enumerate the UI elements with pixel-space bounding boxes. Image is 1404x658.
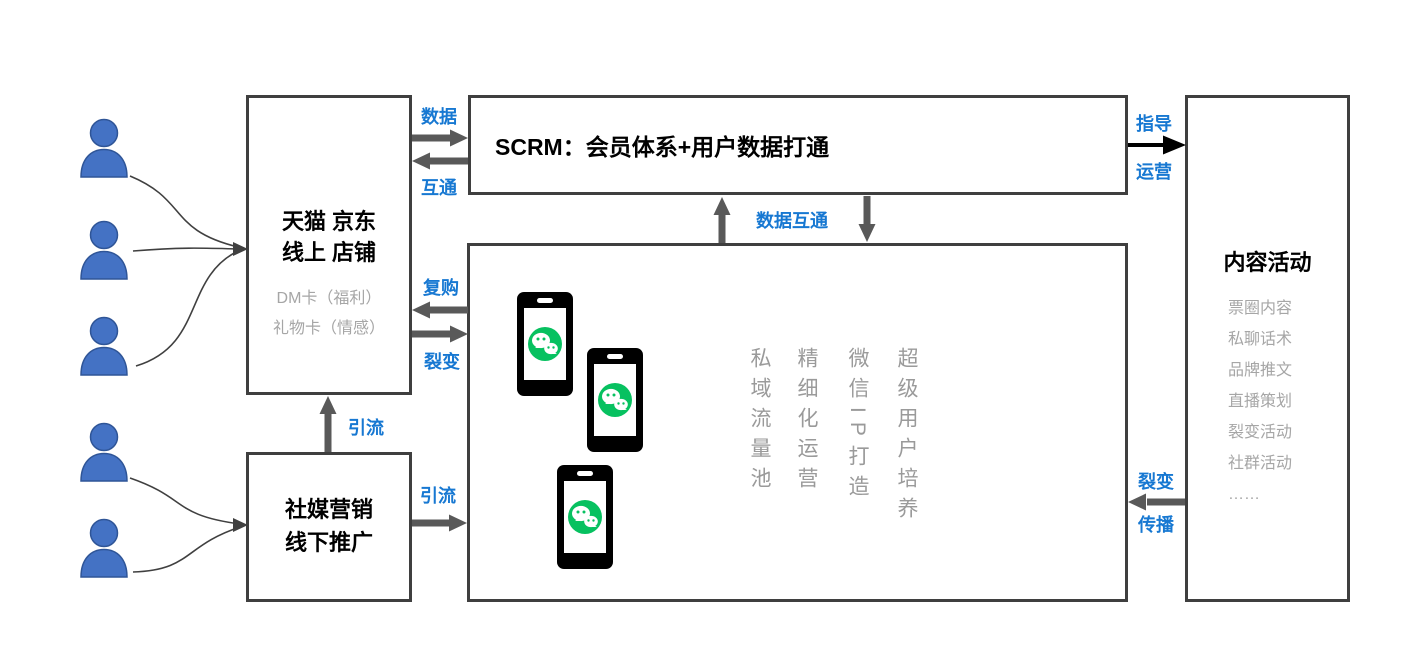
list-item: …… (1228, 486, 1260, 503)
label-yinliu-up: 引流 (348, 418, 384, 438)
label-shuju-hutong: 数据互通 (756, 211, 828, 231)
shemei-title-line1: 社媒营销 (284, 497, 373, 522)
label-liebian-right: 裂变 (1138, 472, 1174, 492)
user-silhouette-icon (76, 422, 132, 482)
wechat-phone-icon (517, 292, 573, 396)
social-media-marketing-box: 社媒营销 线下推广 (246, 452, 412, 602)
arrow-zhidao-yunying-right (1128, 135, 1186, 155)
user-silhouette-icon (76, 118, 132, 178)
arrow-data-exchange-up (713, 197, 731, 243)
tianmao-box-items: DM卡（福利） 礼物卡（情感） (249, 284, 409, 344)
label-hutong: 互通 (421, 178, 457, 198)
gift-card-item: 礼物卡（情感） (272, 320, 385, 337)
label-chuanbo: 传播 (1138, 515, 1174, 535)
arrow-data-right (412, 129, 468, 147)
pool-keyword-column: 私域流量池 (748, 347, 771, 497)
user-funnel-curves-top (129, 175, 239, 367)
user-funnel-curves-bottom (129, 477, 241, 573)
list-item: 裂变活动 (1228, 424, 1293, 441)
label-zhidao: 指导 (1136, 114, 1172, 134)
arrow-liebian-chuanbo-left (1128, 493, 1185, 511)
list-item: 品牌推文 (1228, 362, 1293, 379)
wechat-phone-icon (587, 348, 643, 452)
label-yunying: 运营 (1136, 162, 1172, 182)
tianmao-title-line1: 天猫 京东 (281, 209, 377, 234)
arrow-fugou-left (412, 301, 468, 319)
label-fugou: 复购 (423, 278, 459, 298)
label-yinliu-right: 引流 (420, 486, 456, 506)
scrm-box-title: SCRM：会员体系+用户数据打通 (495, 134, 830, 160)
shemei-box-title: 社媒营销 线下推广 (249, 493, 409, 559)
content-activity-box: 内容活动 票圈内容 私聊话术 品牌推文 直播策划 裂变活动 社群活动 …… (1185, 95, 1350, 602)
user-silhouette-icon (76, 518, 132, 578)
arrow-liebian-right (412, 325, 468, 343)
list-item: 私聊话术 (1228, 331, 1293, 348)
pool-keyword-column: 超级用户培养 (895, 347, 918, 527)
user-silhouette-icon (76, 316, 132, 376)
arrow-yinliu-up (319, 396, 337, 452)
dm-card-item: DM卡（福利） (276, 290, 382, 307)
wechat-phone-icon (557, 465, 613, 569)
label-liebian-left: 裂变 (424, 352, 460, 372)
label-shuju: 数据 (421, 107, 457, 127)
pool-keyword-column: 微信IP打造 (846, 347, 869, 505)
tianmao-box-title: 天猫 京东 线上 店铺 (249, 206, 409, 268)
tianmao-title-line2: 线上 店铺 (281, 240, 377, 265)
shemei-title-line2: 线下推广 (284, 530, 373, 555)
list-item: 社群活动 (1228, 455, 1293, 472)
arrow-hutong-left (412, 152, 468, 170)
pool-keyword-column: 精细化运营 (795, 347, 818, 497)
list-item: 直播策划 (1228, 393, 1293, 410)
tianmao-jd-store-box: 天猫 京东 线上 店铺 DM卡（福利） 礼物卡（情感） (246, 95, 412, 395)
user-silhouette-icon (76, 220, 132, 280)
content-box-list: 票圈内容 私聊话术 品牌推文 直播策划 裂变活动 社群活动 …… (1228, 293, 1292, 510)
scrm-box: SCRM：会员体系+用户数据打通 (468, 95, 1128, 195)
list-item: 票圈内容 (1228, 300, 1293, 317)
arrow-data-exchange-down (858, 196, 876, 242)
content-box-title: 内容活动 (1223, 250, 1312, 275)
arrow-yinliu-right (412, 514, 467, 532)
